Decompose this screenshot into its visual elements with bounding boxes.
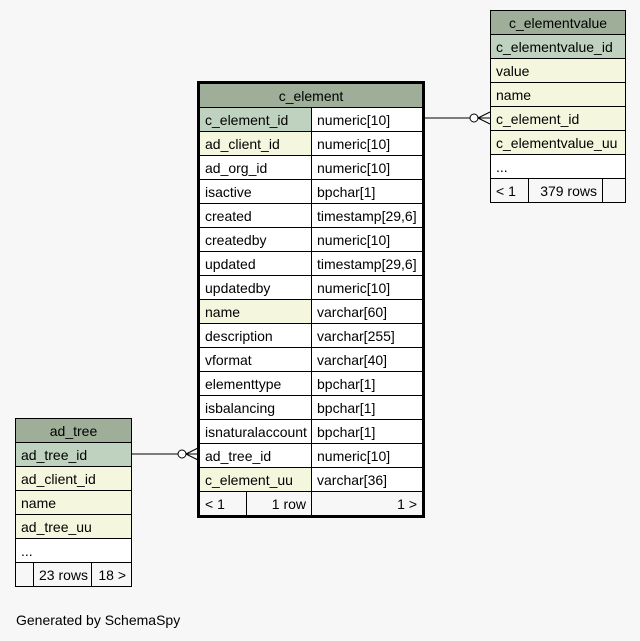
column-type: numeric[10] — [310, 227, 425, 252]
row-count: 1 row — [246, 491, 312, 517]
column-name[interactable]: name — [489, 82, 627, 107]
table-title[interactable]: ad_tree — [14, 418, 133, 443]
column-type: timestamp[29,6] — [310, 251, 425, 276]
crow-foot-circle — [469, 113, 479, 123]
column-type: varchar[36] — [310, 467, 425, 492]
column-type: bpchar[1] — [310, 419, 425, 444]
column-type: bpchar[1] — [310, 179, 425, 204]
crow-foot-lower — [477, 117, 491, 125]
parents-link[interactable] — [15, 562, 34, 587]
children-link[interactable]: 1 > — [310, 491, 425, 517]
column-name[interactable]: isbalancing — [198, 395, 312, 420]
column-type: numeric[10] — [310, 107, 425, 132]
column-name[interactable]: description — [198, 323, 312, 348]
children-link[interactable] — [601, 178, 627, 203]
column-name[interactable]: value — [489, 58, 627, 83]
table-ad-tree[interactable]: ad_tree ad_tree_id ad_client_id name ad_… — [14, 418, 133, 587]
crow-foot-lower — [185, 453, 199, 461]
column-type: numeric[10] — [310, 275, 425, 300]
column-name[interactable]: ... — [489, 154, 627, 179]
table-title[interactable]: c_element — [197, 82, 425, 108]
table-title[interactable]: c_elementvalue — [489, 10, 627, 35]
column-name[interactable]: updated — [198, 251, 312, 276]
column-name[interactable]: ad_client_id — [198, 131, 312, 156]
column-name[interactable]: c_elementvalue_uu — [489, 130, 627, 155]
crow-foot-upper — [185, 447, 199, 455]
column-name[interactable]: c_element_uu — [198, 467, 312, 492]
column-name[interactable]: ad_tree_id — [198, 443, 312, 468]
generated-by-label: Generated by SchemaSpy — [16, 612, 181, 628]
row-count: 379 rows — [528, 178, 603, 203]
column-name[interactable]: isactive — [198, 179, 312, 204]
column-name[interactable]: ... — [14, 538, 133, 563]
column-type: numeric[10] — [310, 131, 425, 156]
column-type: numeric[10] — [310, 155, 425, 180]
column-type: bpchar[1] — [310, 371, 425, 396]
column-name[interactable]: name — [14, 490, 133, 515]
column-name[interactable]: ad_client_id — [14, 466, 133, 491]
column-name[interactable]: c_element_id — [489, 106, 627, 131]
column-name[interactable]: isnaturalaccount — [198, 419, 312, 444]
table-c-elementvalue[interactable]: c_elementvalue c_elementvalue_id value n… — [489, 10, 627, 203]
crow-foot-circle — [177, 449, 187, 459]
column-name[interactable]: elementtype — [198, 371, 312, 396]
column-name[interactable]: created — [198, 203, 312, 228]
column-name[interactable]: vformat — [198, 347, 312, 372]
column-type: bpchar[1] — [310, 395, 425, 420]
column-name[interactable]: name — [198, 299, 312, 324]
column-name[interactable]: c_elementvalue_id — [489, 34, 627, 59]
column-name[interactable]: c_element_id — [198, 107, 312, 132]
column-type: timestamp[29,6] — [310, 203, 425, 228]
column-type: numeric[10] — [310, 443, 425, 468]
crow-foot-upper — [477, 111, 491, 119]
column-type: varchar[40] — [310, 347, 425, 372]
parents-link[interactable]: < 1 — [198, 491, 247, 517]
column-name[interactable]: ad_tree_uu — [14, 514, 133, 539]
column-name[interactable]: updatedby — [198, 275, 312, 300]
column-name[interactable]: ad_org_id — [198, 155, 312, 180]
column-type: varchar[60] — [310, 299, 425, 324]
column-type: varchar[255] — [310, 323, 425, 348]
children-link[interactable]: 18 > — [90, 562, 133, 587]
column-name[interactable]: ad_tree_id — [14, 442, 133, 467]
parents-link[interactable]: < 1 — [490, 178, 529, 203]
row-count: 23 rows — [33, 562, 92, 587]
column-name[interactable]: createdby — [198, 227, 312, 252]
